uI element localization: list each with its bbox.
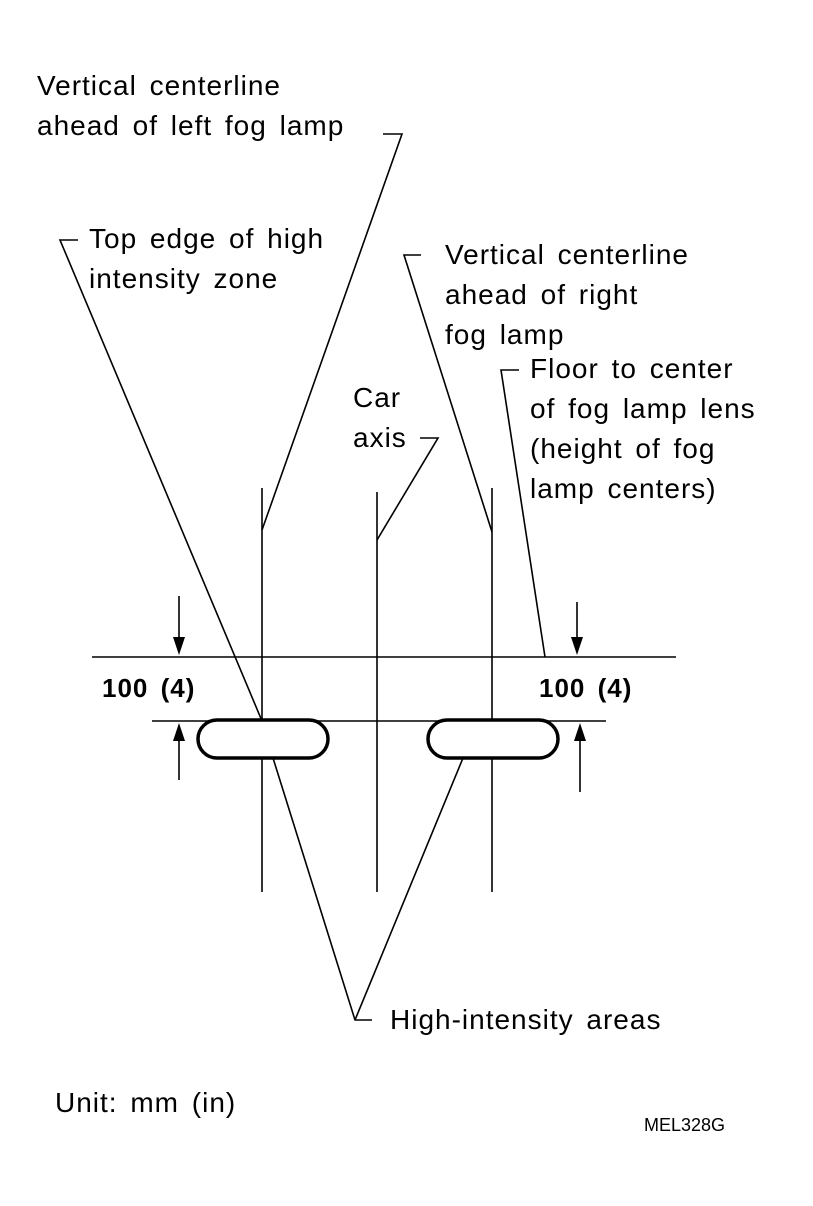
right-centerline-leader xyxy=(402,254,493,533)
car-axis-leader xyxy=(376,437,440,541)
floor-to-center-leader xyxy=(500,369,546,658)
left-high-intensity-area xyxy=(196,718,330,760)
car-axis-label-line-2: axis xyxy=(353,422,407,453)
right-centerline-label: Vertical centerline ahead of right fog l… xyxy=(445,235,689,355)
high-intensity-leader-left xyxy=(272,757,372,1021)
right-dimension-label: 100 (4) xyxy=(539,673,633,703)
floor-to-center-label: Floor to center of fog lamp lens (height… xyxy=(530,349,756,509)
left-dimension-label: 100 (4) xyxy=(102,673,196,703)
right-centerline-label-line-2: ahead of right xyxy=(445,279,639,310)
right-centerline-label-line-1: Vertical centerline xyxy=(445,239,690,270)
floor-to-center-label-line-1: Floor to center xyxy=(530,353,734,384)
right-dimension-arrowhead-up xyxy=(574,723,586,741)
floor-to-center-label-line-3: (height of fog xyxy=(530,433,716,464)
left-dimension-arrowhead-down xyxy=(173,637,185,655)
top-edge-label: Top edge of high intensity zone xyxy=(89,219,324,299)
right-high-intensity-area xyxy=(426,718,560,760)
high-intensity-leader-right xyxy=(354,757,464,1021)
top-edge-label-line-1: Top edge of high xyxy=(89,223,325,254)
car-axis-label-line-1: Car xyxy=(353,382,402,413)
unit-label: Unit: mm (in) xyxy=(55,1087,237,1118)
top-edge-label-line-2: intensity zone xyxy=(89,263,279,294)
left-centerline-leader xyxy=(261,133,404,531)
left-dimension-arrowhead-up xyxy=(173,723,185,741)
figure-code: MEL328G xyxy=(644,1115,726,1135)
left-centerline-label-line-1: Vertical centerline xyxy=(37,70,282,101)
floor-to-center-label-line-4: lamp centers) xyxy=(530,473,717,504)
car-axis-label: Car axis xyxy=(353,378,407,458)
right-centerline-label-line-3: fog lamp xyxy=(445,319,565,350)
right-dimension-arrowhead-down xyxy=(571,637,583,655)
floor-to-center-label-line-2: of fog lamp lens xyxy=(530,393,756,424)
high-intensity-label: High-intensity areas xyxy=(390,1004,662,1035)
top-edge-leader xyxy=(58,239,263,722)
left-centerline-label: Vertical centerline ahead of left fog la… xyxy=(37,66,344,146)
left-centerline-label-line-2: ahead of left fog lamp xyxy=(37,110,345,141)
